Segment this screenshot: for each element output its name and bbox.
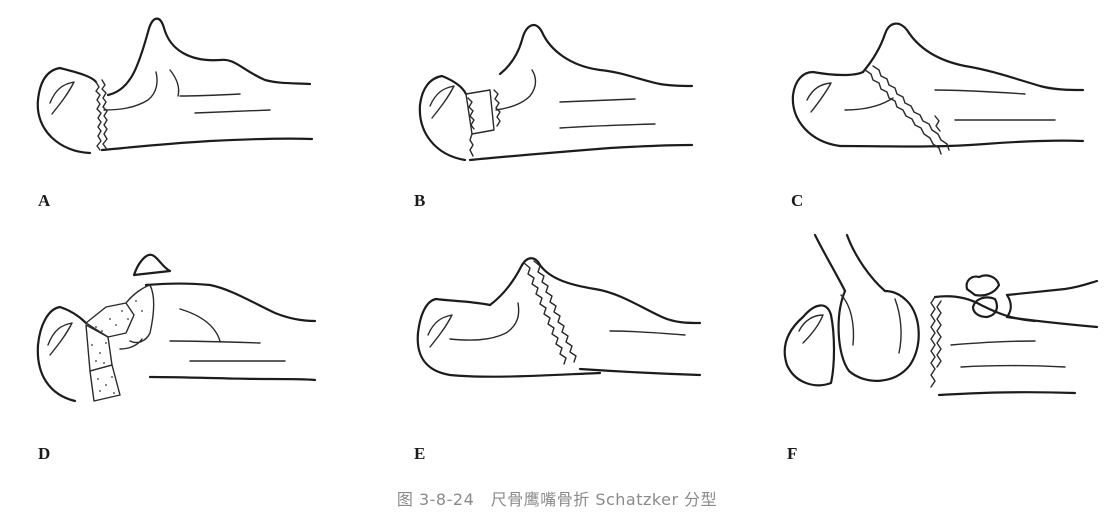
- panel-label-b: B: [414, 191, 426, 210]
- panel-e: E: [410, 245, 702, 462]
- panel-c-drawing: [791, 22, 1085, 155]
- panel-a-drawing: [36, 17, 314, 155]
- panel-label-a: A: [38, 191, 51, 210]
- panel-label-c: C: [791, 191, 804, 210]
- panel-a: A: [30, 10, 320, 209]
- panel-label-e: E: [414, 444, 426, 463]
- panel-d-stipple: [91, 300, 143, 394]
- panel-f: F: [775, 233, 1100, 462]
- panel-d: D: [30, 245, 320, 462]
- panel-b-drawing: [418, 23, 694, 162]
- panel-e-drawing: [416, 257, 702, 378]
- panel-label-d: D: [38, 444, 51, 463]
- panel-f-drawing: [783, 233, 1099, 397]
- panel-b: B: [410, 10, 700, 209]
- panel-label-f: F: [787, 444, 798, 463]
- panel-d-drawing: [36, 253, 317, 403]
- figure-caption: 图 3-8-24 尺骨鹰嘴骨折 Schatzker 分型: [396, 490, 718, 509]
- panel-c: C: [785, 10, 1085, 209]
